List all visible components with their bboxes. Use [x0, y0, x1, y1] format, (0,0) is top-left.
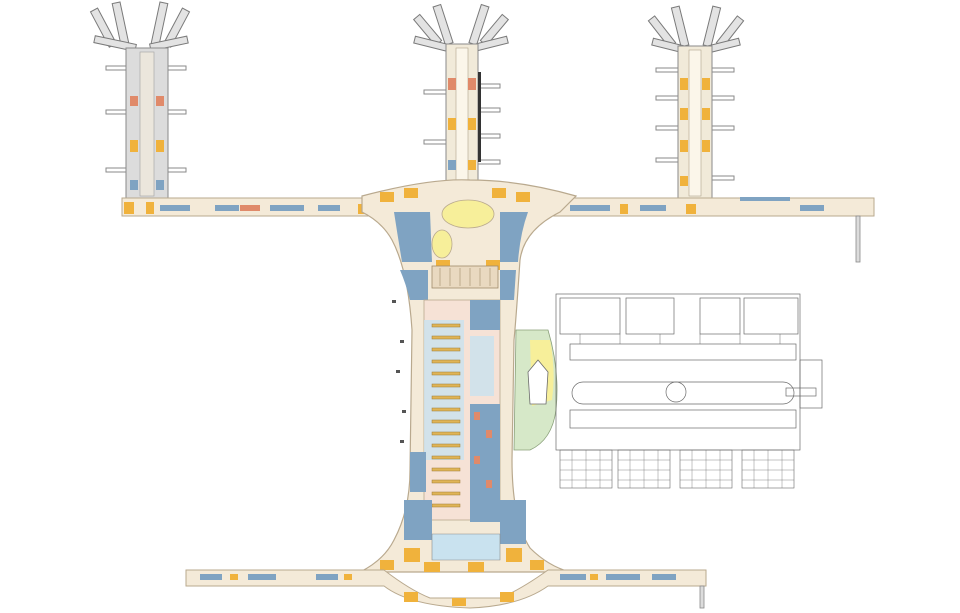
ground-transport-center [555, 293, 823, 451]
parking-grid [559, 449, 795, 489]
pier-right [647, 5, 745, 199]
bottom-concourse [185, 569, 707, 609]
pier-left [89, 1, 191, 199]
main-terminal-body [359, 179, 578, 573]
pier-center [412, 3, 510, 193]
